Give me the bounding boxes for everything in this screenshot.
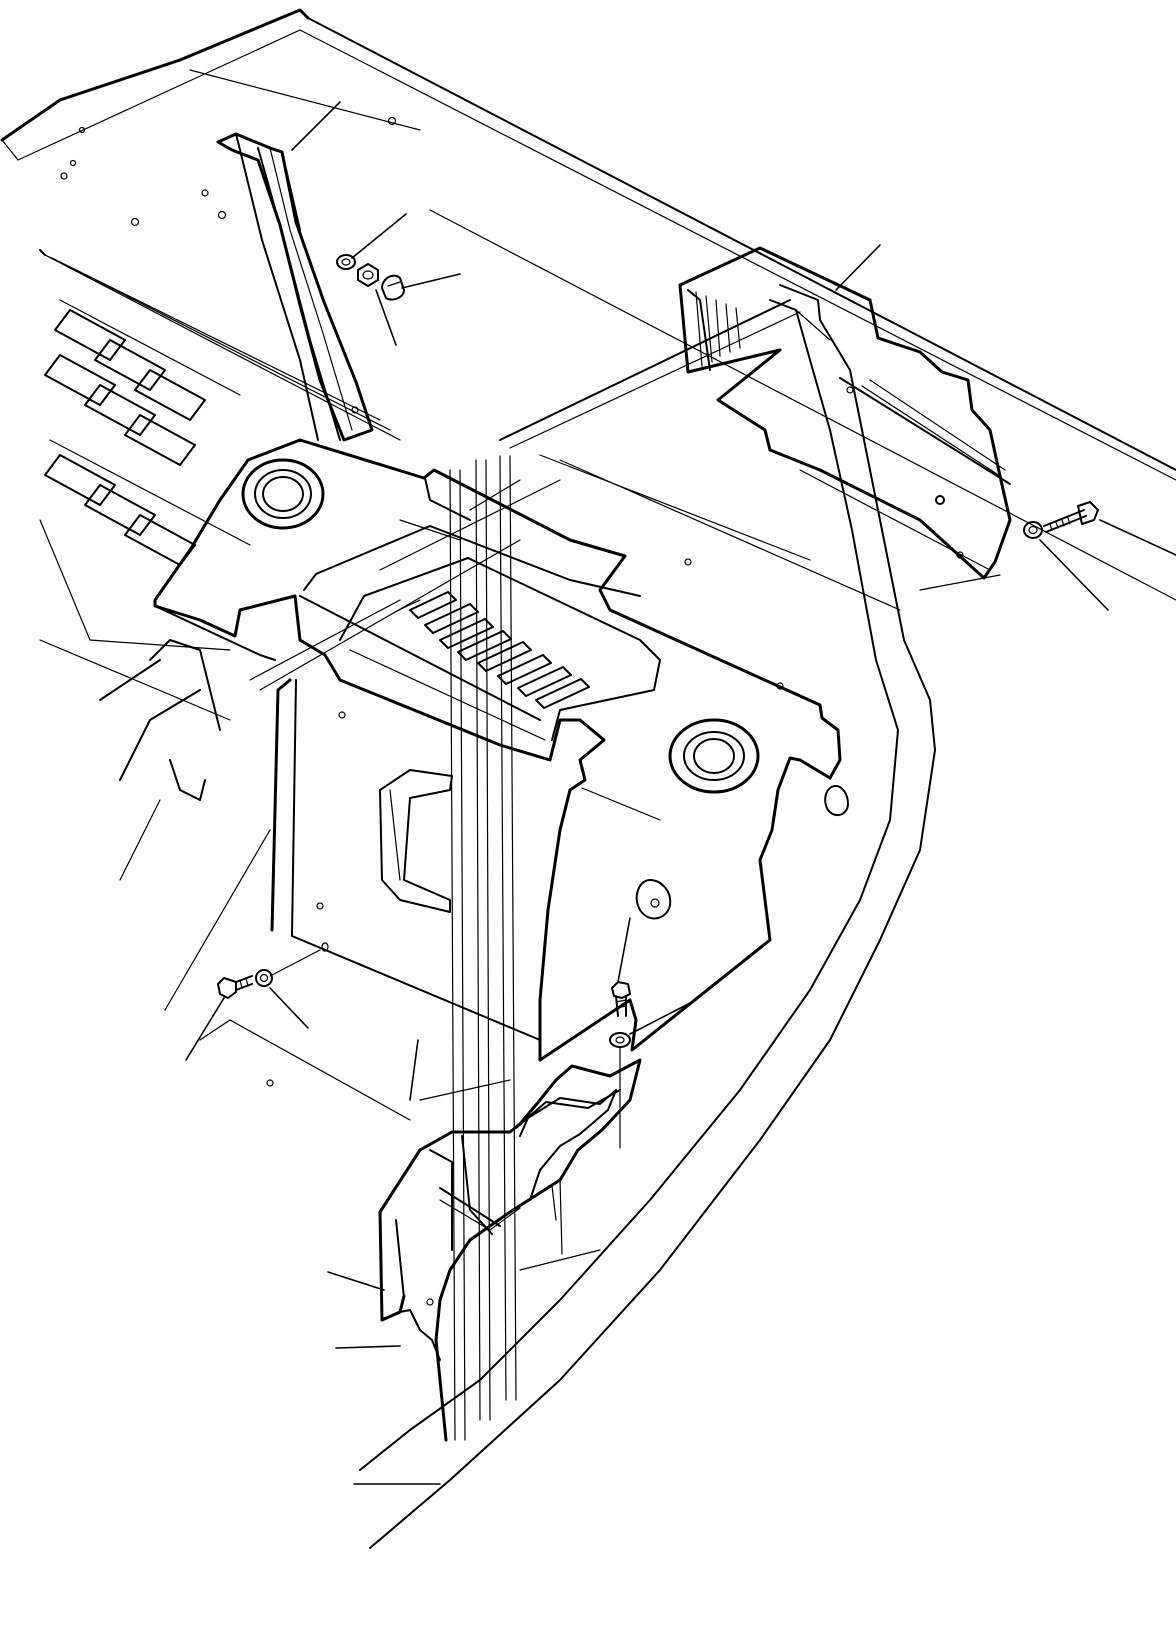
cap-nut [381,274,405,301]
bolt-hole [321,942,329,952]
washer [336,254,356,270]
washer [609,1032,631,1048]
rear-pillar-cover [216,132,374,442]
bolt [1043,501,1099,533]
leader-lines [185,101,1176,1485]
bolt-axis-line [269,949,321,977]
cab-floor-panel [0,8,1176,601]
nut [357,263,379,287]
floor-grating [39,299,251,721]
rear-console-cover [153,438,849,1062]
vent-slots [409,591,590,709]
lower-side-panel [99,639,541,1121]
washer [1023,521,1043,539]
frame-lines [249,284,1001,1549]
washer [255,969,273,987]
bolt [217,975,253,999]
upper-rear-duct [678,246,1012,580]
front-pillar-cover [378,1058,642,1442]
